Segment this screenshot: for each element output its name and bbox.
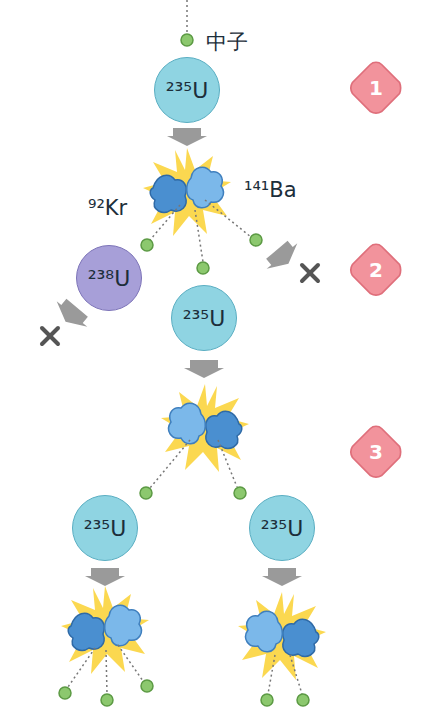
neutron-label: 中子 [206,28,248,56]
step-diamond: 1 [348,60,404,116]
isotope-name: ²³⁵U [183,306,226,331]
callout-number: 3 [369,440,383,464]
nucleus-circle: ²³⁸U [76,245,142,311]
nucleus-circle: ²³⁵U [72,495,138,561]
fragment-label: ⁹²Kr [88,196,127,220]
nucleus-circle: ²³⁵U [171,285,237,351]
isotope-name: ²³⁵U [166,78,209,103]
isotope-name: ²³⁵U [84,516,127,541]
step-diamond: 2 [348,242,404,298]
callout-number: 2 [369,258,383,282]
isotope-name: ²³⁵U [261,516,304,541]
fragment-label: ¹⁴¹Ba [244,178,297,202]
step-diamond: 3 [348,424,404,480]
isotope-name: ²³⁸U [88,266,131,291]
nucleus-circle: ²³⁵U [154,57,220,123]
nucleus-circle: ²³⁵U [249,495,315,561]
callout-number: 1 [369,76,383,100]
